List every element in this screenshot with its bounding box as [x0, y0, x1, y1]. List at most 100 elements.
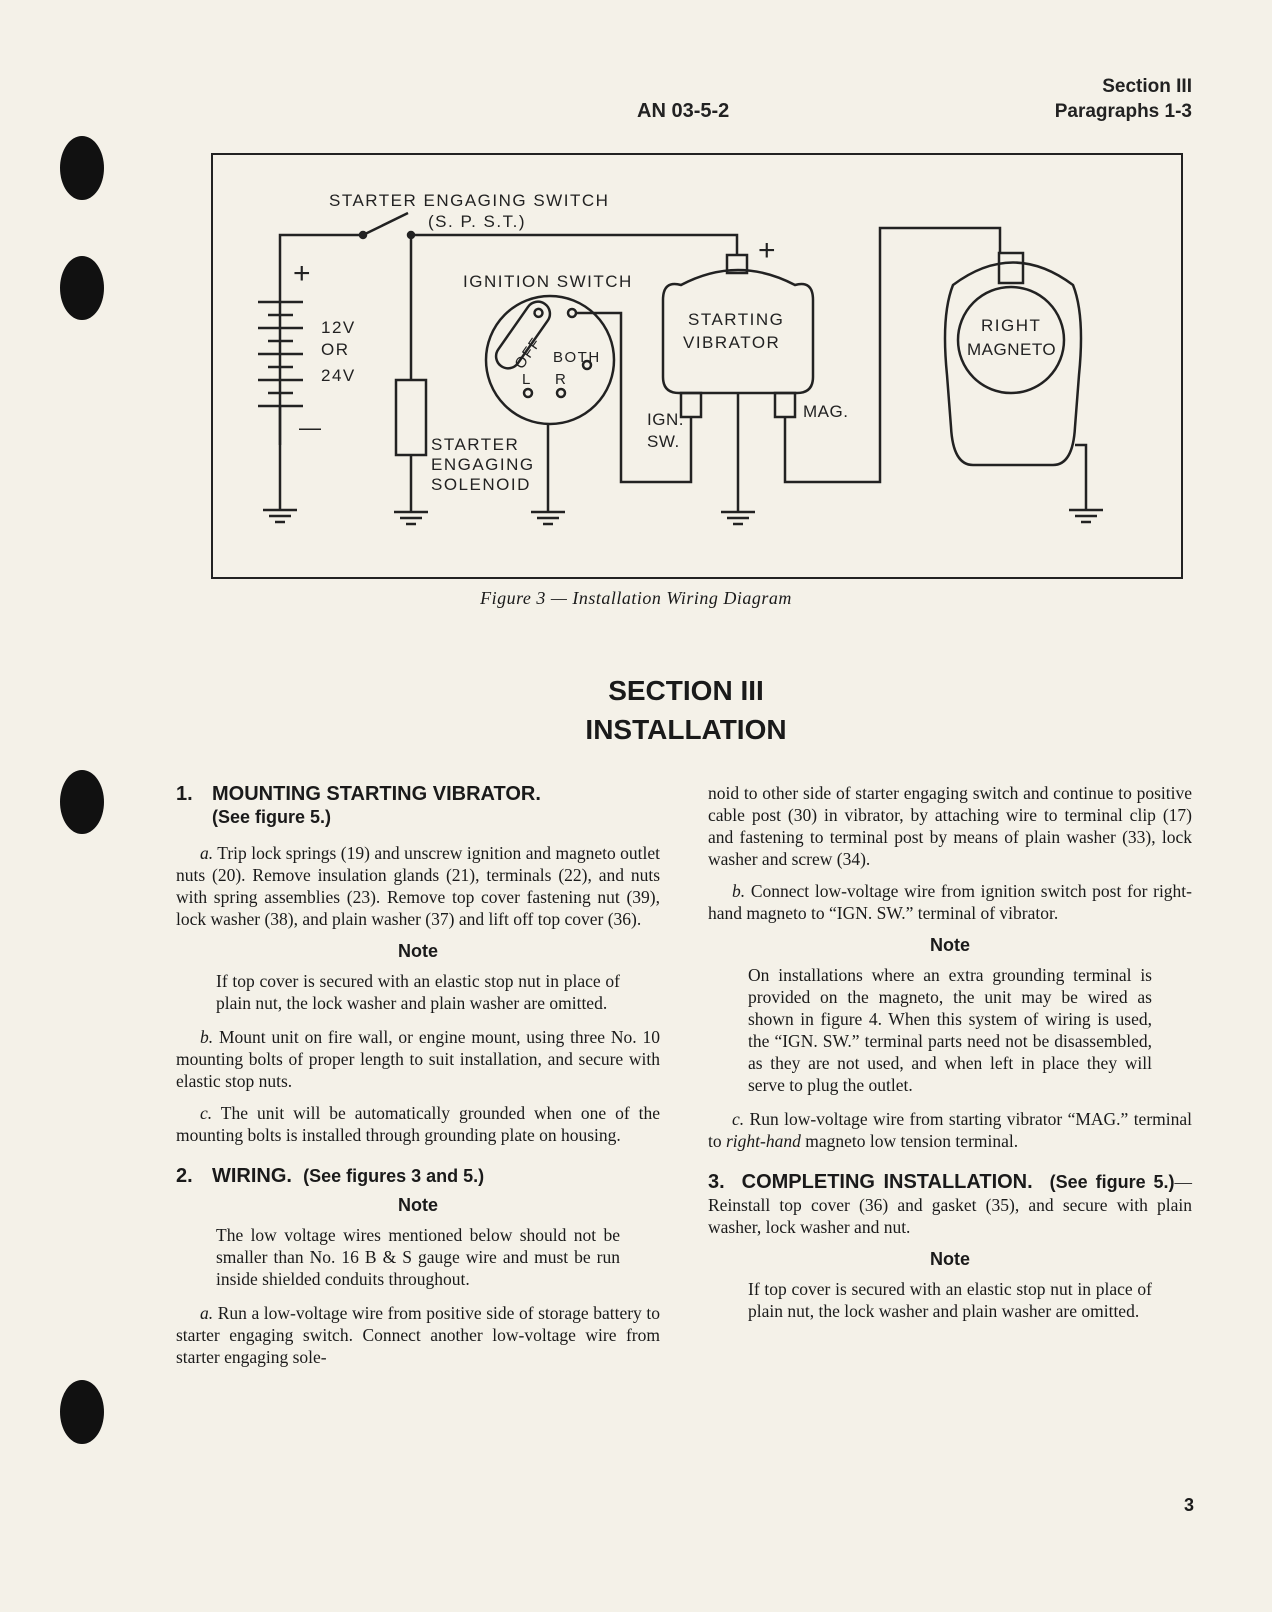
ignition-key: [494, 300, 552, 370]
note-title: Note: [398, 941, 438, 961]
heading-title: MOUNTING STARTING VIBRATOR.: [212, 783, 541, 805]
heading-subtitle: (See figures 3 and 5.): [303, 1166, 485, 1186]
sw-label: SW.: [647, 432, 680, 451]
spst-label: (S. P. S.T.): [428, 212, 526, 231]
note-text: The low voltage wires mentioned below sh…: [216, 1225, 620, 1289]
switch-blade: [362, 211, 409, 237]
section-reference: Section III Paragraphs 1-3: [1055, 74, 1192, 124]
starting-vibrator: [661, 268, 815, 395]
document-number: AN 03-5-2: [637, 100, 730, 122]
wire: [783, 226, 1002, 484]
figure-caption: Figure 3 — Installation Wiring Diagram: [480, 588, 792, 608]
engaging-label: ENGAGING: [431, 455, 535, 474]
note-title: Note: [930, 1249, 970, 1269]
item-letter: b.: [732, 881, 746, 901]
r-label: R: [555, 371, 567, 388]
paragraph-text: Mount unit on fire wall, or engine mount…: [176, 1027, 661, 1091]
binder-hole: [60, 136, 104, 200]
binder-hole: [60, 770, 104, 834]
section-title: SECTION III: [608, 675, 764, 706]
battery-plus: +: [293, 257, 312, 290]
off-label: OFF: [511, 334, 545, 372]
binder-hole: [60, 1380, 104, 1444]
switch-post: [555, 387, 567, 399]
paragraph-3: 3. COMPLETING INSTALLATION. (See figure …: [708, 1170, 1192, 1238]
paragraph-2b: b. Connect low-voltage wire from ignitio…: [708, 880, 1192, 924]
wire: [411, 233, 739, 255]
ground-symbol: [1069, 508, 1103, 524]
switch-post: [581, 359, 593, 371]
paragraph-text: Trip lock springs (19) and unscrew ignit…: [176, 843, 661, 929]
heading-3: 3. COMPLETING INSTALLATION. (See figure …: [708, 1171, 1175, 1193]
paragraph-text: Run a low-voltage wire from positive sid…: [176, 1303, 660, 1367]
note-text: If top cover is secured with an elastic …: [216, 971, 620, 1013]
switch-contact: [358, 230, 368, 240]
solenoid-label: SOLENOID: [431, 475, 531, 494]
heading-1-subtitle: (See figure 5.): [212, 807, 332, 827]
wire: [1075, 443, 1088, 510]
right-column: noid to other side of starter engaging s…: [708, 782, 1192, 1334]
paragraph-2a: a. Run a low-voltage wire from positive …: [176, 1302, 660, 1368]
vibrator-label: VIBRATOR: [683, 333, 780, 352]
mag-label: MAG.: [803, 402, 848, 421]
emphasis-text: right-hand: [726, 1131, 801, 1151]
paragraph-text: Run low-voltage wire from starting vibra…: [708, 1109, 1193, 1151]
paragraphs-label: Paragraphs 1-3: [1054, 101, 1192, 122]
paragraph-1b: b. Mount unit on fire wall, or engine mo…: [176, 1026, 660, 1092]
ign-label: IGN.: [647, 410, 684, 429]
item-letter: a.: [200, 843, 214, 863]
switch-post: [566, 307, 578, 319]
l-label: L: [522, 371, 532, 388]
paragraph-text: —Reinstall top cover (36) and gasket (35…: [708, 1172, 1193, 1237]
right-magneto: [943, 261, 1083, 467]
note-text: On installations where an extra groundin…: [748, 965, 1152, 1095]
paragraph-1c: c. The unit will be automatically ground…: [176, 1102, 660, 1146]
starting-label: STARTING: [688, 310, 784, 329]
ground-symbol: [263, 508, 297, 524]
item-letter: a.: [200, 1303, 214, 1323]
note-title: Note: [930, 935, 970, 955]
paragraph-2a-continued: noid to other side of starter engaging s…: [708, 783, 1192, 869]
item-letter: c.: [200, 1103, 213, 1123]
paragraph-2c: c. Run low-voltage wire from starting vi…: [708, 1108, 1192, 1152]
heading-title: WIRING.: [212, 1165, 292, 1187]
note-text: If top cover is secured with an elastic …: [748, 1279, 1152, 1321]
heading-number: 1.: [176, 783, 193, 805]
heading-number: 3.: [708, 1171, 725, 1193]
paragraph-text: The unit will be automatically grounded …: [176, 1103, 660, 1145]
note-title: Note: [398, 1195, 438, 1215]
right-label: RIGHT: [981, 316, 1041, 335]
wire: [278, 233, 361, 445]
both-label: BOTH: [553, 349, 601, 366]
magneto-label: MAGNETO: [967, 340, 1056, 359]
ground-symbol: [721, 510, 755, 526]
heading-1: 1. MOUNTING STARTING VIBRATOR.: [176, 782, 660, 806]
heading-title: COMPLETING INSTALLATION.: [741, 1171, 1033, 1193]
ignition-switch-label: IGNITION SWITCH: [463, 272, 633, 291]
battery-12v: 12V: [321, 318, 356, 337]
magneto-body: [956, 285, 1066, 395]
wire: [576, 311, 693, 484]
section-label: Section III: [1102, 76, 1192, 97]
starter-switch-label: STARTER ENGAGING SWITCH: [329, 191, 609, 210]
vibrator-plus: +: [758, 234, 777, 267]
paragraph-text: magneto low tension terminal.: [805, 1131, 1019, 1151]
section-subtitle: INSTALLATION: [585, 714, 787, 745]
battery-24v: 24V: [321, 366, 356, 385]
heading-2: 2. WIRING. (See figures 3 and 5.): [176, 1164, 660, 1188]
left-column: 1. MOUNTING STARTING VIBRATOR. (See figur…: [176, 782, 660, 1378]
page-number: 3: [1183, 1495, 1194, 1515]
switch-post: [522, 387, 534, 399]
paragraph-1a: a. Trip lock springs (19) and unscrew ig…: [176, 842, 660, 930]
paragraph-text: Connect low-voltage wire from ignition s…: [708, 881, 1192, 923]
heading-number: 2.: [176, 1165, 193, 1187]
vibrator-terminal-ign: [679, 391, 703, 419]
item-letter: b.: [200, 1027, 214, 1047]
magneto-terminal: [997, 251, 1025, 285]
wiring-diagram-svg: STARTER ENGAGING SWITCH (S. P. S.T.) IGN…: [258, 191, 1103, 526]
wiring-diagram: STARTER ENGAGING SWITCH (S. P. S.T.) IGN…: [211, 153, 1183, 579]
ground-symbol: [531, 510, 565, 526]
vibrator-terminal-positive: [725, 253, 749, 275]
binder-hole: [60, 256, 104, 320]
item-letter: c.: [732, 1109, 745, 1129]
